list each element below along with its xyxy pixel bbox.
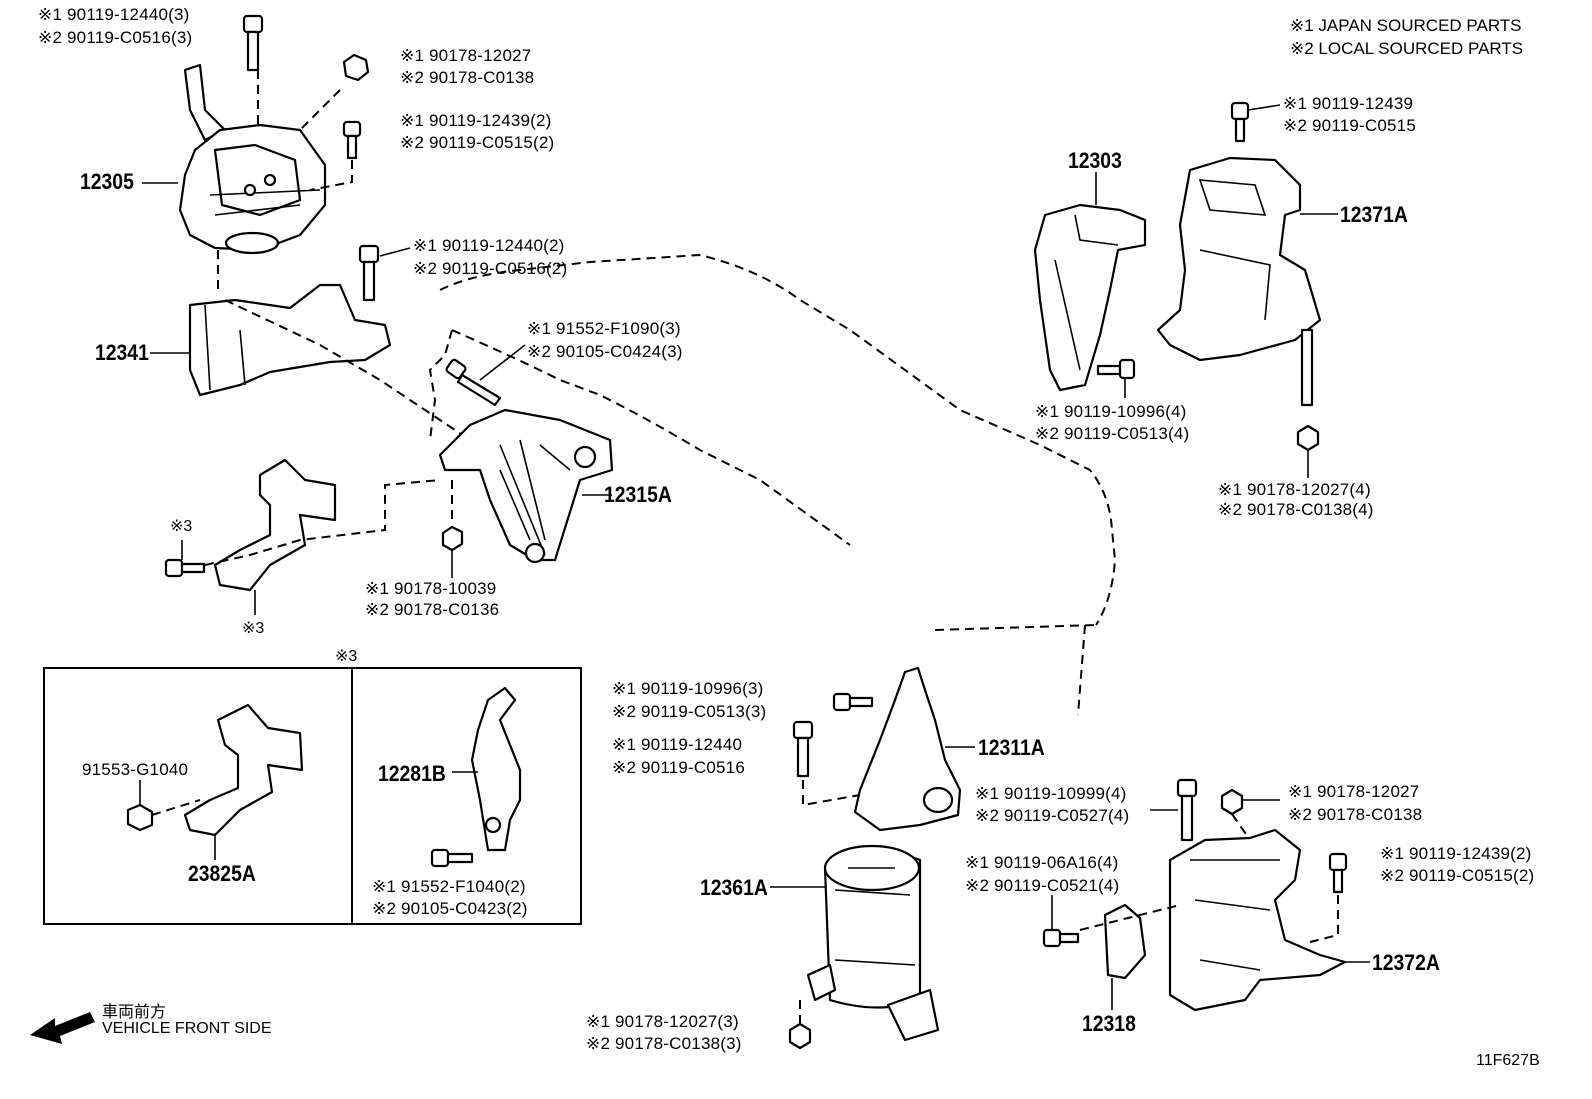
insulator-12361A: [806, 844, 940, 1042]
callout-91553-G1040[interactable]: 91553-G1040: [82, 760, 189, 779]
engine-lower-outline: [451, 329, 851, 546]
part-label-23825A[interactable]: 23825A: [188, 861, 256, 886]
bolt-90119-10996-right: [1096, 358, 1136, 380]
callout-91552-F1090-a[interactable]: ※1 91552-F1090(3): [527, 319, 681, 338]
bolt-90119-10999: [1176, 778, 1198, 842]
callout-90178-12027-3-b[interactable]: ※2 90178-C0138(3): [586, 1034, 742, 1053]
part-label-12371A[interactable]: 12371A: [1340, 202, 1408, 227]
engine-mount-12372A: [1168, 828, 1347, 1012]
bolt-90119-10996-center: [832, 692, 874, 712]
plate-12318: [1103, 903, 1147, 980]
callout-90119-12439-b[interactable]: ※2 90119-C0515: [1283, 116, 1416, 135]
bolt-91552-F1040: [430, 848, 474, 868]
callout-90178-10039-a[interactable]: ※1 90178-10039: [365, 579, 497, 598]
callout-90119-12440-a[interactable]: ※1 90119-12440: [612, 735, 743, 754]
callout-90119-10996-4-b[interactable]: ※2 90119-C0513(4): [1035, 424, 1190, 443]
bracket-12303: [1033, 203, 1147, 392]
callout-90119-12439-2-lower-b[interactable]: ※2 90119-C0515(2): [1380, 866, 1535, 885]
bolt-91553-G1040: [126, 803, 154, 832]
bolt-90119-12439-right: [1230, 101, 1250, 143]
callout-91552-F1040-b[interactable]: ※2 90105-C0423(2): [372, 899, 528, 918]
vehicle-front-arrow-icon: [30, 1012, 95, 1044]
hook-12281B: [470, 686, 522, 852]
callout-90119-12440-2-b[interactable]: ※2 90119-C0516(2): [413, 259, 568, 278]
bolt-90119-12440-top: [242, 14, 264, 72]
note-japan-sourced: ※1 JAPAN SOURCED PARTS: [1290, 16, 1522, 35]
bolt-90119-06A16: [1042, 928, 1080, 948]
bracket-12311A: [853, 666, 962, 832]
vehicle-front-jp: 車両前方: [102, 1004, 167, 1021]
callout-90119-12439-a[interactable]: ※1 90119-12439: [1283, 94, 1414, 113]
callout-90119-12440-3-a[interactable]: ※1 90119-12440(3): [38, 5, 190, 24]
callout-90119-10999-a[interactable]: ※1 90119-10999(4): [975, 784, 1127, 803]
bolt-90119-12440-mid: [358, 244, 380, 302]
marker-bracket: ※3: [242, 620, 265, 637]
callout-90119-12440-3-b[interactable]: ※2 90119-C0516(3): [38, 28, 193, 47]
bolt-90119-12439-lower: [1328, 852, 1348, 894]
engine-mount-12371A: [1156, 156, 1322, 362]
callout-91552-F1090-b[interactable]: ※2 90105-C0424(3): [527, 342, 683, 361]
part-label-12315A[interactable]: 12315A: [604, 482, 672, 507]
callout-90178-12027-3-a[interactable]: ※1 90178-12027(3): [586, 1012, 739, 1031]
callout-90178-12027-lower-b[interactable]: ※2 90178-C0138: [1288, 805, 1423, 824]
marker-inset-box: ※3: [335, 648, 358, 665]
callout-90178-12027-4-a[interactable]: ※1 90178-12027(4): [1218, 480, 1371, 499]
callout-90178-12027-b[interactable]: ※2 90178-C0138: [400, 68, 535, 87]
part-label-12318[interactable]: 12318: [1082, 1011, 1136, 1036]
note-local-sourced: ※2 LOCAL SOURCED PARTS: [1290, 39, 1524, 58]
bolt-90119-12439-top: [342, 120, 362, 160]
stud-12371A: [1300, 328, 1314, 407]
bolt-bracket-3: [164, 558, 206, 578]
callout-90119-10996-3-b[interactable]: ※2 90119-C0513(3): [612, 702, 767, 721]
callout-91552-F1040-a[interactable]: ※1 91552-F1040(2): [372, 877, 526, 896]
part-label-12305[interactable]: 12305: [80, 169, 134, 194]
callout-90119-12439-2-b[interactable]: ※2 90119-C0515(2): [400, 133, 555, 152]
part-label-12311A[interactable]: 12311A: [978, 735, 1045, 760]
diagram-reference: 11F627B: [1476, 1052, 1540, 1069]
callout-90178-12027-4-b[interactable]: ※2 90178-C0138(4): [1218, 500, 1374, 519]
callout-90119-06A16-a[interactable]: ※1 90119-06A16(4): [965, 853, 1119, 872]
callout-90178-12027-a[interactable]: ※1 90178-12027: [400, 46, 532, 65]
callout-90119-06A16-b[interactable]: ※2 90119-C0521(4): [965, 876, 1120, 895]
bracket-23825A: [183, 703, 304, 837]
nut-90178-12027-bottom: [788, 1022, 812, 1050]
callout-90119-12440-2-a[interactable]: ※1 90119-12440(2): [413, 236, 565, 255]
nut-90178-12027-right: [1296, 424, 1320, 452]
part-label-12281B[interactable]: 12281B: [378, 761, 446, 786]
part-label-12341[interactable]: 12341: [95, 340, 149, 365]
callout-90119-12439-2-a[interactable]: ※1 90119-12439(2): [400, 111, 552, 130]
part-label-12372A[interactable]: 12372A: [1372, 950, 1440, 975]
bracket-12315A: [438, 408, 614, 564]
callout-90119-10996-4-a[interactable]: ※1 90119-10996(4): [1035, 402, 1187, 421]
nut-90178-12027-lower: [1220, 788, 1244, 816]
bracket-12341: [188, 283, 392, 397]
part-label-12361A[interactable]: 12361A: [700, 875, 768, 900]
engine-mount-12305: [178, 63, 327, 255]
callout-90178-12027-lower-a[interactable]: ※1 90178-12027: [1288, 782, 1420, 801]
callout-90178-10039-b[interactable]: ※2 90178-C0136: [365, 600, 500, 619]
callout-90119-12439-2-lower-a[interactable]: ※1 90119-12439(2): [1380, 844, 1532, 863]
part-label-12303[interactable]: 12303: [1068, 148, 1122, 173]
bracket-23825A-installed: [213, 458, 337, 592]
callout-90119-10999-b[interactable]: ※2 90119-C0527(4): [975, 806, 1130, 825]
marker-bolt: ※3: [170, 518, 193, 535]
nut-90178-12027-top: [342, 53, 370, 82]
callout-90119-10996-3-a[interactable]: ※1 90119-10996(3): [612, 679, 764, 698]
vehicle-front-en: VEHICLE FRONT SIDE: [102, 1020, 272, 1037]
bolt-90119-12440-center: [792, 720, 814, 778]
engine-outline: [439, 253, 1117, 626]
nut-90178-10039: [441, 525, 464, 552]
inset-box: [43, 667, 582, 925]
bolt-91552-F1090: [445, 358, 502, 407]
callout-90119-12440-b[interactable]: ※2 90119-C0516: [612, 758, 745, 777]
